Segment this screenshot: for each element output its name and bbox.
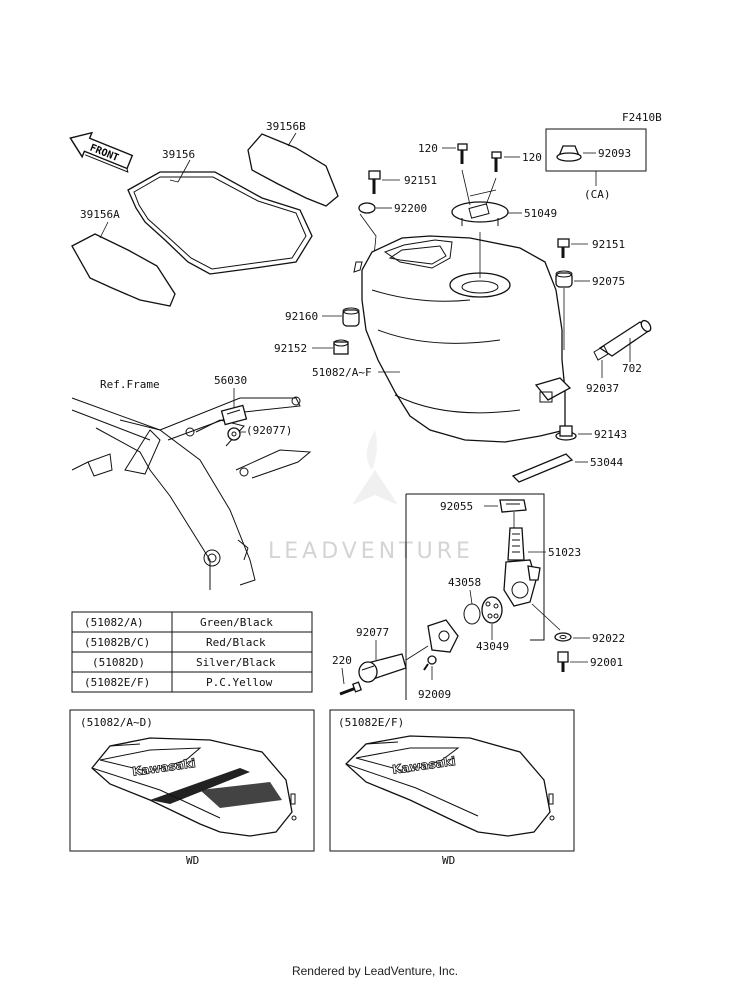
callout-92022: 92022 <box>592 632 625 645</box>
grommet-92093 <box>556 145 582 162</box>
table-color-0: Green/Black <box>200 616 273 629</box>
callout-92077-frame: (92077) <box>246 424 292 437</box>
callout-39156: 39156 <box>162 148 195 161</box>
screw-92151-top <box>368 170 381 194</box>
callout-51082: 51082/A~F <box>312 366 372 379</box>
diagram-code: F2410B <box>622 111 662 124</box>
callout-92152: 92152 <box>274 342 307 355</box>
callout-92160: 92160 <box>285 310 318 323</box>
washer-92022 <box>554 632 572 642</box>
gasket-43049 <box>481 596 503 624</box>
decal-39156 <box>127 171 313 275</box>
callout-56030: 56030 <box>214 374 247 387</box>
table-color-2: Silver/Black <box>196 656 276 669</box>
callout-92037: 92037 <box>586 382 619 395</box>
callout-120-left: 120 <box>418 142 438 155</box>
fuel-tank-51082 <box>353 235 572 443</box>
screw-92151-right <box>557 238 570 258</box>
variant-panel-ef: (51082E/F) Kawasaki <box>329 709 575 852</box>
callout-ca: (CA) <box>584 188 611 201</box>
damper-92160 <box>342 307 360 327</box>
callout-92200: 92200 <box>394 202 427 215</box>
footer-text: Rendered by LeadVenture, Inc. <box>291 964 459 978</box>
damper-92077-frame <box>227 427 241 441</box>
decal-39156-inner <box>133 176 307 270</box>
callout-92055: 92055 <box>440 500 473 513</box>
grommet-92075 <box>555 270 573 288</box>
color-table: (51082/A) Green/Black (51082B/C) Red/Bla… <box>71 611 313 693</box>
callout-39156b: 39156B <box>266 120 306 133</box>
callout-92151-right: 92151 <box>592 238 625 251</box>
bracket-56030 <box>220 404 248 426</box>
cover-92077 <box>427 619 459 653</box>
decal-39156b <box>247 133 339 207</box>
screen-92055 <box>499 499 527 513</box>
callout-51049: 51049 <box>524 207 557 220</box>
callout-702: 702 <box>622 362 642 375</box>
cap-plate-51049 <box>451 201 509 226</box>
callout-92009: 92009 <box>418 688 451 701</box>
washer-92200 <box>358 202 376 214</box>
callout-39156a: 39156A <box>80 208 120 221</box>
callout-43049: 43049 <box>476 640 509 653</box>
callout-53044: 53044 <box>590 456 623 469</box>
front-arrow-icon: FRONT <box>69 131 134 173</box>
fuel-cock-51023 <box>503 527 541 607</box>
variant-title-ef: (51082E/F) <box>338 716 404 729</box>
decal-39156a <box>71 233 176 307</box>
frame-ref <box>71 396 312 590</box>
callout-51023: 51023 <box>548 546 581 559</box>
screw-220 <box>339 681 363 696</box>
variant-title-ad: (51082/A~D) <box>80 716 153 729</box>
watermark-text: LEADVENTURE <box>268 539 474 564</box>
callout-120-right: 120 <box>522 151 542 164</box>
table-color-3: P.C.Yellow <box>206 676 273 689</box>
table-code-2: (51082D) <box>92 656 145 669</box>
ref-frame-label: Ref.Frame <box>100 378 160 391</box>
bolt-120-left <box>457 143 468 164</box>
callout-92001: 92001 <box>590 656 623 669</box>
watermark-logo <box>352 430 398 505</box>
screw-92009 <box>423 655 437 671</box>
callout-92151-top: 92151 <box>404 174 437 187</box>
callout-92077-cover: 92077 <box>356 626 389 639</box>
variant-caption-ef: WD <box>442 854 455 867</box>
bolt-120-right <box>491 151 502 172</box>
callout-220: 220 <box>332 654 352 667</box>
callout-92143: 92143 <box>594 428 627 441</box>
callout-92093: 92093 <box>598 147 631 160</box>
variant-panel-ad: (51082/A~D) Kawasaki <box>69 709 315 852</box>
table-code-3: (51082E/F) <box>84 676 150 689</box>
table-code-1: (51082B/C) <box>84 636 150 649</box>
collar-92152 <box>333 339 349 355</box>
pad-53044 <box>511 453 574 483</box>
clamp-92037 <box>593 345 609 361</box>
hose-702 <box>598 319 652 357</box>
knob-lever <box>358 653 407 683</box>
collar-92143 <box>555 425 577 441</box>
oring-43058 <box>463 603 481 625</box>
callout-43058: 43058 <box>448 576 481 589</box>
table-code-0: (51082/A) <box>84 616 144 629</box>
variant-caption-ad: WD <box>186 854 199 867</box>
callout-92075: 92075 <box>592 275 625 288</box>
table-color-1: Red/Black <box>206 636 266 649</box>
bolt-92001 <box>557 651 569 672</box>
